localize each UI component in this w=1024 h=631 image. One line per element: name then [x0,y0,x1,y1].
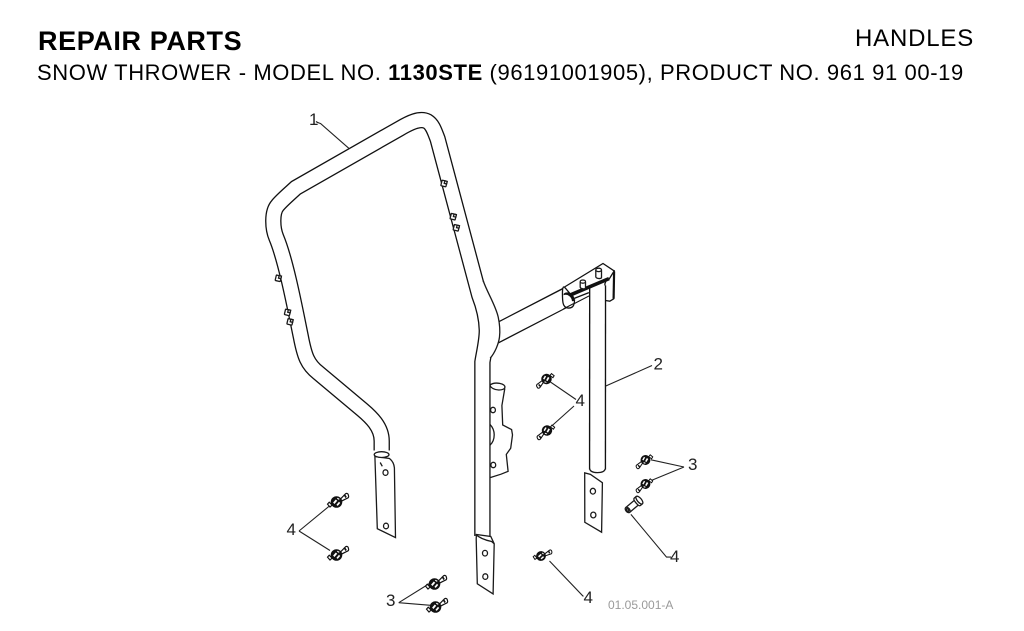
svg-text:4: 4 [584,588,593,607]
svg-text:4: 4 [576,391,585,410]
svg-text:4: 4 [670,547,679,566]
svg-text:4: 4 [287,520,296,539]
svg-text:3: 3 [688,455,697,474]
svg-text:2: 2 [654,355,663,374]
svg-text:01.05.001-A: 01.05.001-A [608,598,673,612]
svg-text:3: 3 [386,591,395,610]
svg-text:1: 1 [309,110,318,129]
